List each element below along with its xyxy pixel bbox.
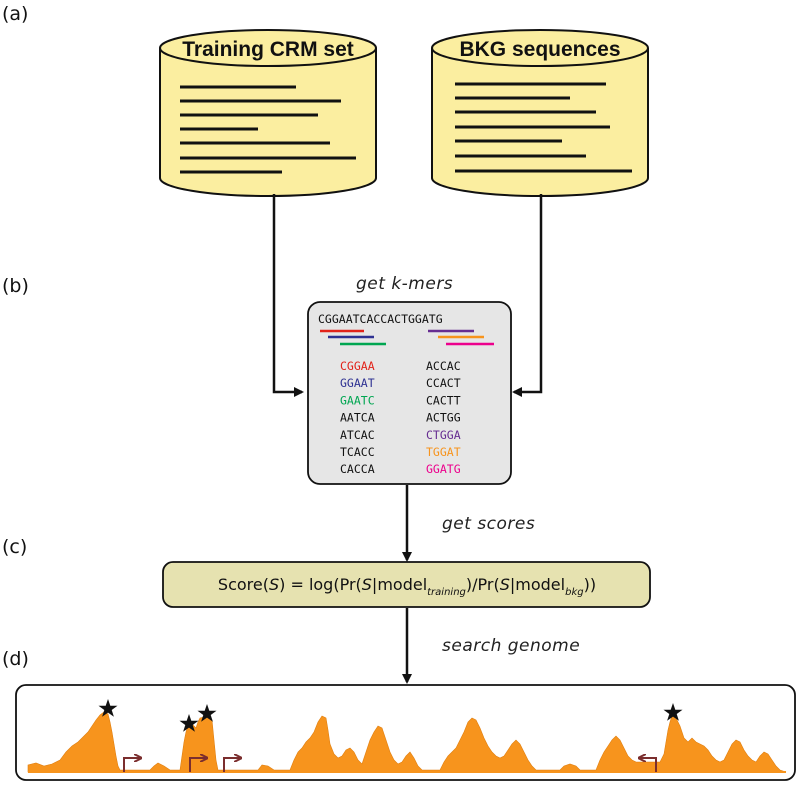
kmer-item: CACTT <box>426 393 461 407</box>
kmer-sequence: CGGAATCACCACTGGATG <box>318 312 443 326</box>
panel-label-a: (a) <box>2 3 28 25</box>
star-icon <box>179 714 199 732</box>
score-formula: Score(S) = log(Pr(S|modeltraining)/Pr(S|… <box>218 575 596 598</box>
kmer-item: ACCAC <box>426 359 461 373</box>
kmer-item: GAATC <box>340 393 375 407</box>
gene-arrow-2 <box>189 758 206 772</box>
bkg-sequences-title: BKG sequences <box>459 38 620 61</box>
kmer-item: GGAAT <box>340 376 375 390</box>
gene-arrow-3 <box>223 758 240 772</box>
training-to-kmers-arrow <box>272 194 304 397</box>
kmer-item: CACCA <box>340 462 375 476</box>
panel-label-d: (d) <box>2 648 29 670</box>
gene-arrow-4 <box>640 758 657 772</box>
bkg-sequence-lines <box>455 82 632 173</box>
bkg-to-kmers-arrow <box>512 194 543 397</box>
kmer-item: CCACT <box>426 376 461 390</box>
kmer-item: TGGAT <box>426 445 461 459</box>
kmer-right-column: ACCAC CCACT CACTT ACTGG CTGGA TGGAT GGATG <box>426 359 461 476</box>
training-sequence-lines <box>180 85 356 174</box>
panel-label-b: (b) <box>2 275 29 297</box>
kmer-item: CTGGA <box>426 428 461 442</box>
genome-signal-track <box>27 711 787 773</box>
kmer-item: ACTGG <box>426 411 461 425</box>
star-icon <box>98 699 118 717</box>
kmer-item: ATCAC <box>340 428 375 442</box>
kmer-item: TCACC <box>340 445 375 459</box>
kmer-item: AATCA <box>340 411 375 425</box>
star-icon <box>663 703 683 721</box>
kmer-left-column: CGGAA GGAAT GAATC AATCA ATCAC TCACC CACCA <box>340 359 375 476</box>
gene-arrow-1 <box>123 758 140 772</box>
search-genome-label: search genome <box>442 636 580 656</box>
kmer-underlines <box>320 329 494 346</box>
star-icon <box>197 704 217 722</box>
kmer-box: CGGAATCACCACTGGATG CGGAA GGAAT GAATC AATCA A… <box>307 301 512 485</box>
kmer-item: CGGAA <box>340 359 375 373</box>
get-kmers-label: get k-mers <box>356 274 453 294</box>
genome-track-panel <box>15 684 796 781</box>
get-scores-label: get scores <box>442 514 535 534</box>
kmer-item: GGATG <box>426 462 461 476</box>
training-crm-title: Training CRM set <box>182 38 354 61</box>
score-formula-box: Score(S) = log(Pr(S|modeltraining)/Pr(S|… <box>162 561 651 608</box>
training-crm-database: Training CRM set <box>159 29 377 197</box>
bkg-sequences-database: BKG sequences <box>431 29 649 197</box>
predicted-crm-stars <box>98 699 683 732</box>
panel-label-c: (c) <box>2 536 27 558</box>
